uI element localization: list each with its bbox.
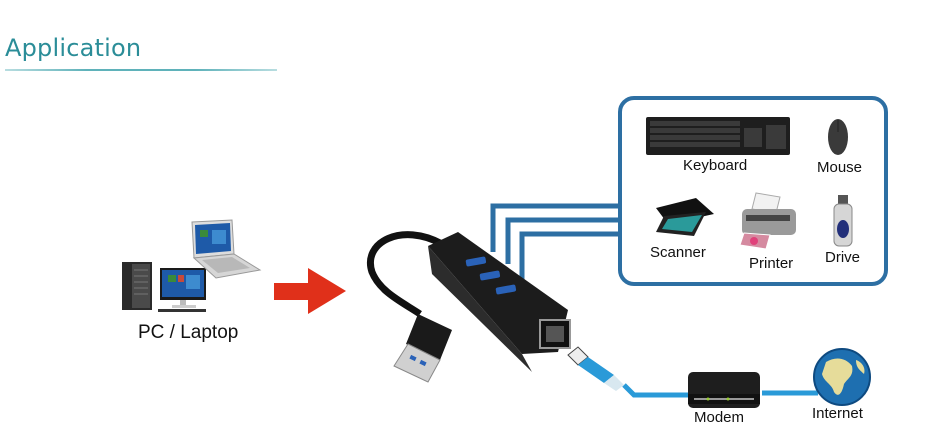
modem-label: Modem	[694, 409, 745, 426]
usb-line-1	[490, 203, 620, 252]
scanner-label: Scanner	[650, 244, 706, 261]
printer-icon	[739, 192, 796, 250]
modem-icon	[688, 372, 760, 408]
ethernet-plug-icon	[567, 346, 624, 391]
right-arrow-icon	[274, 268, 346, 314]
printer-label: Printer	[749, 255, 794, 272]
keyboard-label: Keyboard	[683, 157, 748, 174]
pc-laptop-icon	[122, 219, 262, 312]
monitor-icon	[158, 268, 206, 312]
scanner-icon	[656, 198, 714, 236]
ethernet-cable	[622, 383, 818, 398]
mouse-label: Mouse	[817, 159, 863, 176]
pc-laptop-label: PC / Laptop	[138, 322, 239, 343]
internet-label: Internet	[812, 405, 863, 422]
drive-label: Drive	[825, 249, 861, 266]
globe-icon	[813, 348, 871, 406]
desktop-tower-icon	[122, 262, 152, 310]
usb-line-3	[519, 231, 620, 280]
section-title: Application	[5, 34, 142, 62]
usb-drive-icon	[833, 195, 853, 247]
usb-plug-icon	[393, 314, 452, 383]
usb-hub-icon	[367, 231, 571, 383]
title-underline	[5, 69, 277, 71]
usb-line-2	[505, 217, 620, 264]
mouse-icon	[828, 119, 848, 155]
laptop-icon	[191, 219, 262, 279]
keyboard-icon	[646, 117, 790, 155]
